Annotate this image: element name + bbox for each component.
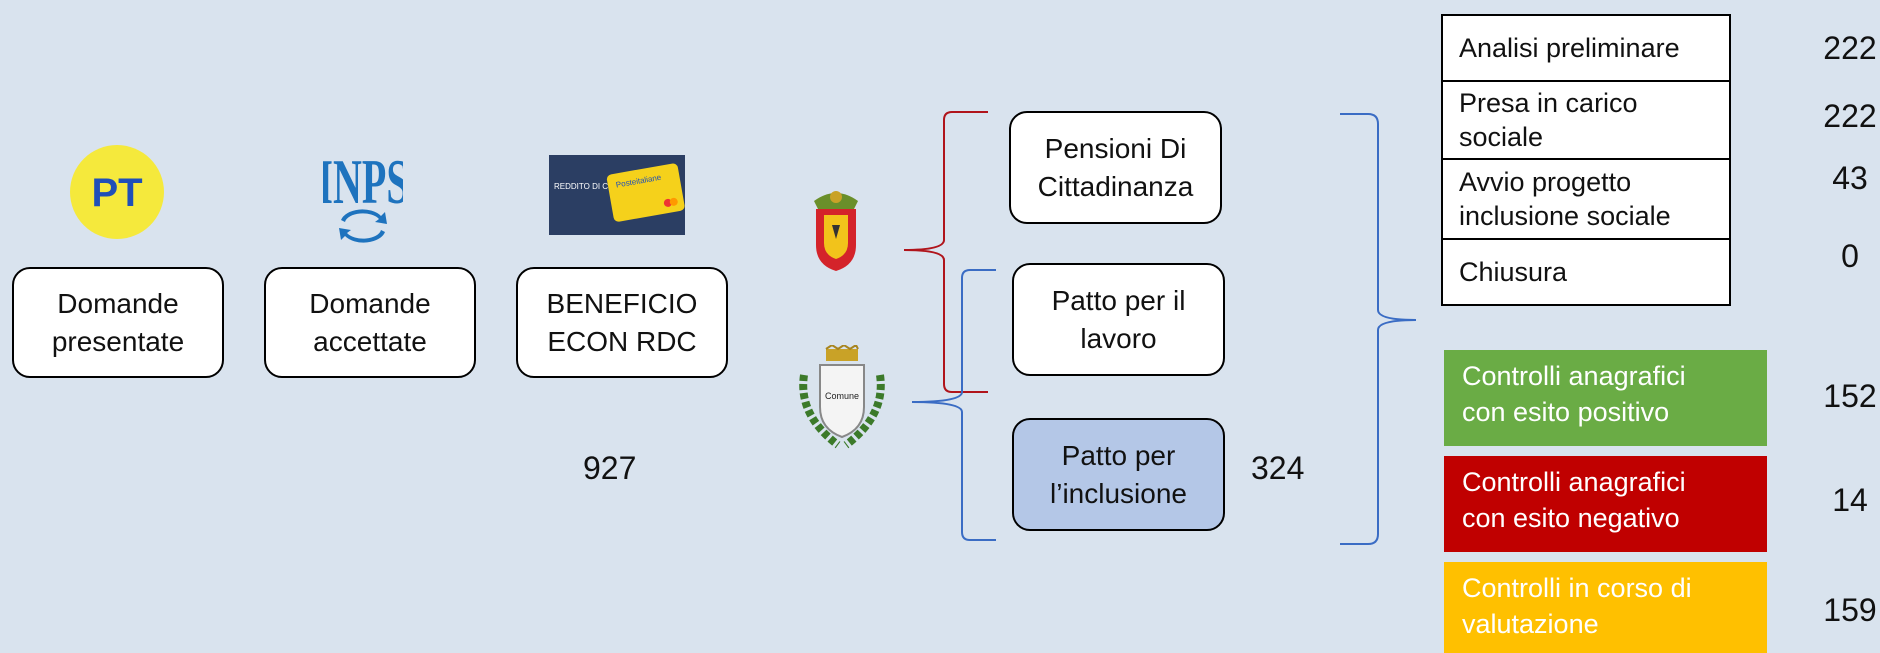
table-row: Avvio progetto inclusione sociale — [1441, 158, 1731, 240]
phase-label: Avvio progetto inclusione sociale — [1441, 158, 1731, 240]
inclusion-pact-box: Patto per l’inclusione — [1012, 418, 1225, 531]
applications-accepted-box: Domande accettate — [264, 267, 476, 378]
blue-brace-right — [1340, 113, 1417, 545]
check-value: 14 — [1832, 482, 1868, 518]
check-positive-box: Controlli anagrafici con esito positivo — [1444, 350, 1767, 446]
table-row: Presa in carico sociale — [1441, 80, 1731, 160]
phases-table: Analisi preliminare Presa in carico soci… — [1441, 14, 1731, 306]
applications-submitted-box: Domande presentate — [12, 267, 224, 378]
rdc-benefit-box: BENEFICIO ECON RDC — [516, 267, 728, 378]
table-row: Chiusura — [1441, 238, 1731, 306]
phase-value: 43 — [1832, 160, 1868, 196]
pt-logo-text: PT — [91, 171, 142, 215]
red-brace — [903, 111, 988, 393]
check-negative-box: Controlli anagrafici con esito negativo — [1444, 456, 1767, 552]
inps-logo-text: INPS — [323, 145, 403, 217]
check-value: 152 — [1823, 378, 1877, 414]
check-value: 159 — [1823, 592, 1877, 628]
work-pact-box: Patto per il lavoro — [1012, 263, 1225, 376]
blue-brace-left — [911, 269, 996, 541]
inclusion-count: 324 — [1251, 450, 1305, 486]
table-row: Analisi preliminare — [1441, 14, 1731, 82]
phase-value: 222 — [1823, 30, 1877, 66]
card-text: REDDITO DI CITTADINANZA — [554, 182, 661, 191]
phase-label: Presa in carico sociale — [1441, 80, 1731, 160]
province-crest-icon — [806, 185, 866, 273]
comune-label: Comune — [825, 391, 859, 401]
phase-label: Analisi preliminare — [1441, 14, 1731, 82]
comune-crest-icon: Comune — [798, 343, 886, 449]
citizenship-pension-box: Pensioni Di Cittadinanza — [1009, 111, 1222, 224]
total-count: 927 — [583, 450, 637, 486]
phase-value: 222 — [1823, 98, 1877, 134]
check-pending-box: Controlli in corso di valutazione — [1444, 562, 1767, 653]
phase-label: Chiusura — [1441, 238, 1731, 306]
rdc-card-icon: REDDITO DI CITTADINANZA Posteitaliane — [549, 155, 685, 235]
phase-value: 0 — [1841, 238, 1859, 274]
poste-italiane-logo-icon: PT — [69, 144, 165, 240]
inps-logo-icon: INPS — [317, 142, 409, 252]
